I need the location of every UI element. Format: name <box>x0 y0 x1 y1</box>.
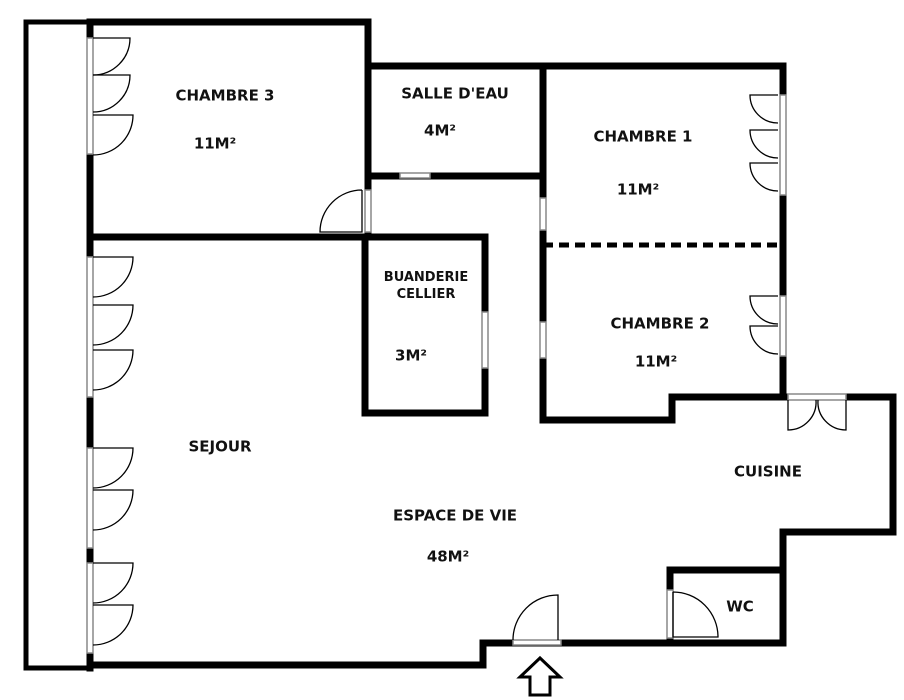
buanderie-line1: BUANDERIE <box>383 270 469 285</box>
room-label-buanderie: BUANDERIE CELLIER <box>384 269 468 303</box>
room-area-salle-eau: 4M² <box>424 121 456 140</box>
room-area-chambre1: 11M² <box>616 180 660 199</box>
room-label-wc: WC <box>726 597 754 616</box>
buanderie-line2: CELLIER <box>396 287 456 302</box>
room-label-chambre1: CHAMBRE 1 <box>593 127 693 146</box>
room-label-sejour: SEJOUR <box>188 437 252 456</box>
entrance-arrow-icon <box>516 655 564 697</box>
room-label-chambre3: CHAMBRE 3 <box>175 86 275 105</box>
room-label-salle-eau: SALLE D'EAU <box>401 84 509 103</box>
room-area-buanderie: 3M² <box>395 346 427 365</box>
room-label-cuisine: CUISINE <box>734 462 802 481</box>
room-label-espace-vie: ESPACE DE VIE <box>392 506 518 525</box>
room-area-chambre2: 11M² <box>634 352 678 371</box>
room-label-chambre2: CHAMBRE 2 <box>610 314 710 333</box>
room-area-chambre3: 11M² <box>193 134 237 153</box>
door-swings <box>92 37 847 646</box>
room-area-espace-vie: 48M² <box>426 547 470 566</box>
